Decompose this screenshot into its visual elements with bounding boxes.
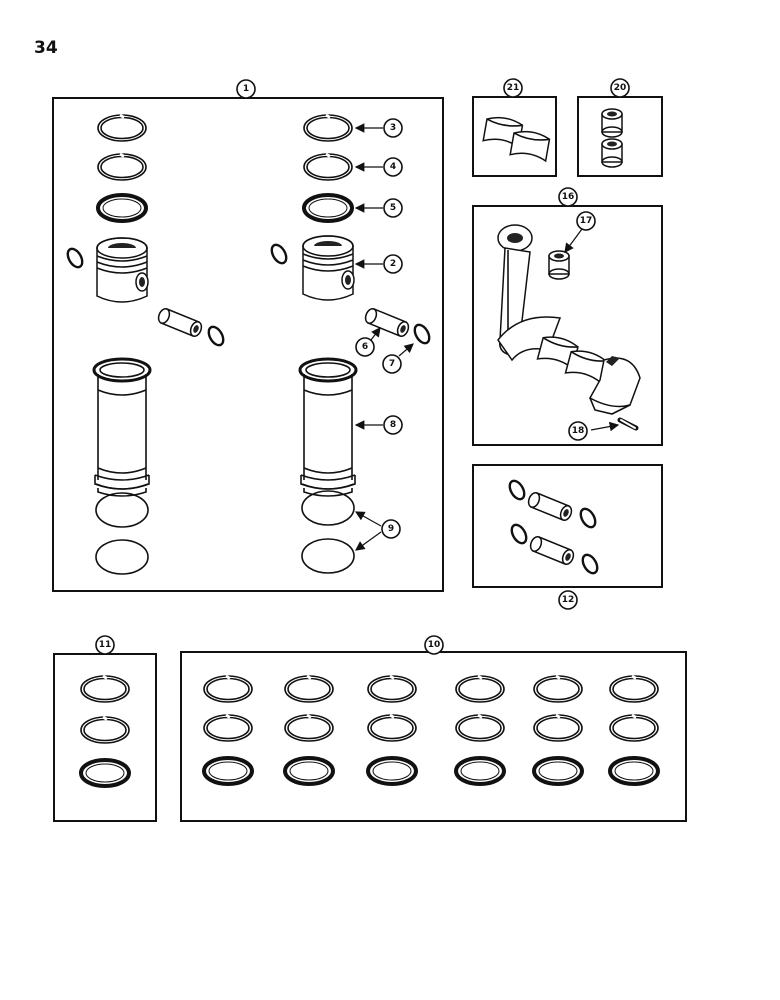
callout-label-2: 2 (390, 259, 396, 269)
callout-7: 7 (382, 354, 402, 374)
callout-label-5: 5 (390, 203, 396, 213)
callout-label-6: 6 (362, 342, 368, 352)
callout-12: 12 (558, 590, 578, 610)
callout-2: 2 (383, 254, 403, 274)
callout-label-16: 16 (562, 192, 575, 202)
main-bearing-shells (482, 114, 551, 162)
panel-ring-kit (180, 651, 687, 822)
bushing-pair (601, 108, 623, 168)
callout-4: 4 (383, 157, 403, 177)
left-column-parts (63, 113, 228, 575)
callout-9: 9 (381, 519, 401, 539)
callout-label-18: 18 (572, 426, 585, 436)
panel-sleeve-kit (52, 97, 444, 592)
callout-5: 5 (383, 198, 403, 218)
panel-pins (472, 464, 663, 588)
callout-label-12: 12 (562, 595, 575, 605)
callout-21: 21 (503, 78, 523, 98)
right-column-parts (267, 113, 434, 574)
ring-set-rings (79, 674, 131, 788)
callout-label-17: 17 (580, 216, 593, 226)
callout-20: 20 (610, 78, 630, 98)
callout-10: 10 (424, 635, 444, 655)
callout-label-21: 21 (507, 83, 520, 93)
callout-16: 16 (558, 187, 578, 207)
callout-17: 17 (576, 211, 596, 231)
callout-label-7: 7 (389, 359, 395, 369)
callout-label-9: 9 (388, 524, 394, 534)
callout-11: 11 (95, 635, 115, 655)
callout-1: 1 (236, 79, 256, 99)
callout-label-20: 20 (614, 83, 627, 93)
callout-label-11: 11 (99, 640, 112, 650)
callout-label-1: 1 (243, 84, 249, 94)
callout-label-3: 3 (390, 123, 396, 133)
callout-label-4: 4 (390, 162, 396, 172)
callout-label-8: 8 (390, 420, 396, 430)
callout-18: 18 (568, 421, 588, 441)
pin-set (505, 477, 602, 577)
connecting-rod (497, 224, 641, 431)
leaders-panel-1 (354, 123, 414, 551)
callout-3: 3 (383, 118, 403, 138)
ring-kit-rings (202, 674, 660, 786)
callout-6: 6 (355, 337, 375, 357)
page-number: 34 (34, 38, 58, 58)
callout-8: 8 (383, 415, 403, 435)
leaders-panel-16 (564, 228, 620, 432)
callout-label-10: 10 (428, 640, 441, 650)
